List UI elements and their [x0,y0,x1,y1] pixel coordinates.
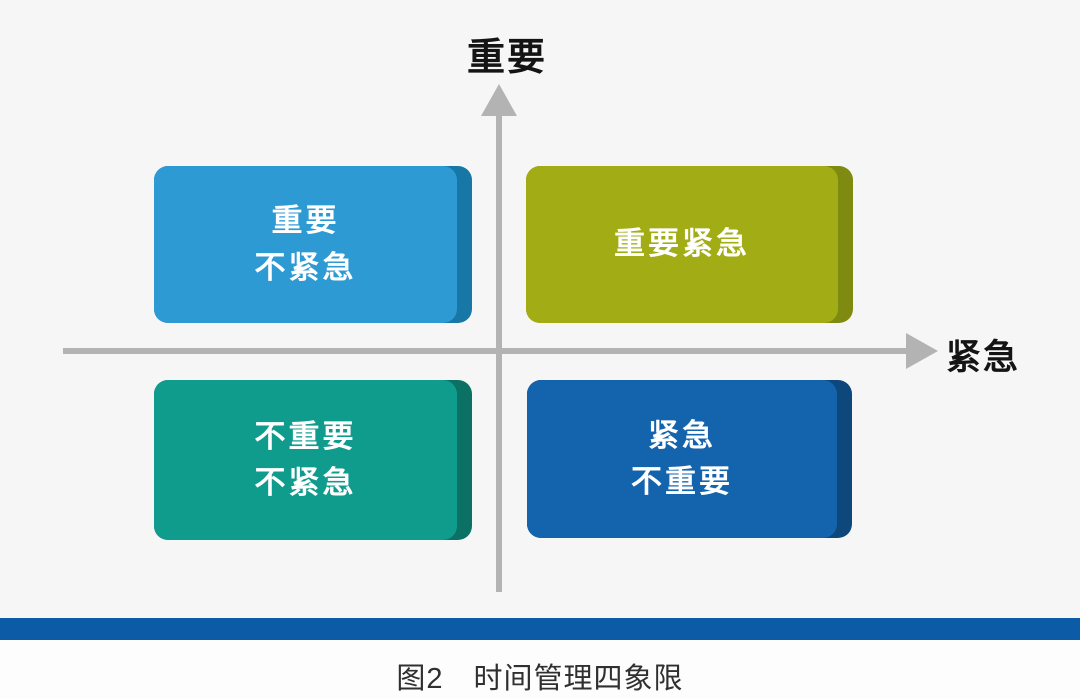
quadrant-label-line: 不重要 [631,464,733,499]
y-axis-label: 重要 [466,37,547,79]
quadrant-important-urgent: 重要紧急 [526,166,853,323]
quadrant-urgent-not-important: 紧急 不重要 [527,380,852,538]
right-arrow-icon [906,333,938,369]
quadrant-label-line: 紧急 [648,417,716,453]
quadrant-face: 重要紧急 [526,166,838,323]
quadrant-label-line: 重要 [271,203,340,239]
quadrant-face: 重要 不紧急 [154,166,457,323]
footer-accent-bar [0,618,1080,640]
footer-background [0,640,1080,699]
quadrant-face: 紧急 不重要 [527,380,837,538]
quadrant-label-line: 不紧急 [254,249,357,285]
quadrant-label-line: 重要紧急 [614,226,750,262]
quadrant-label-line: 不紧急 [254,465,357,500]
quadrant-important-not-urgent: 重要 不紧急 [154,166,472,323]
figure-caption: 图2 时间管理四象限 [396,663,684,695]
x-axis-label: 紧急 [946,338,1021,377]
quadrant-not-important-not-urgent: 不重要 不紧急 [154,380,472,540]
x-axis-line [63,348,908,354]
quadrant-label-line: 不重要 [254,418,357,454]
up-arrow-icon [481,84,517,116]
quadrant-face: 不重要 不紧急 [154,380,457,540]
